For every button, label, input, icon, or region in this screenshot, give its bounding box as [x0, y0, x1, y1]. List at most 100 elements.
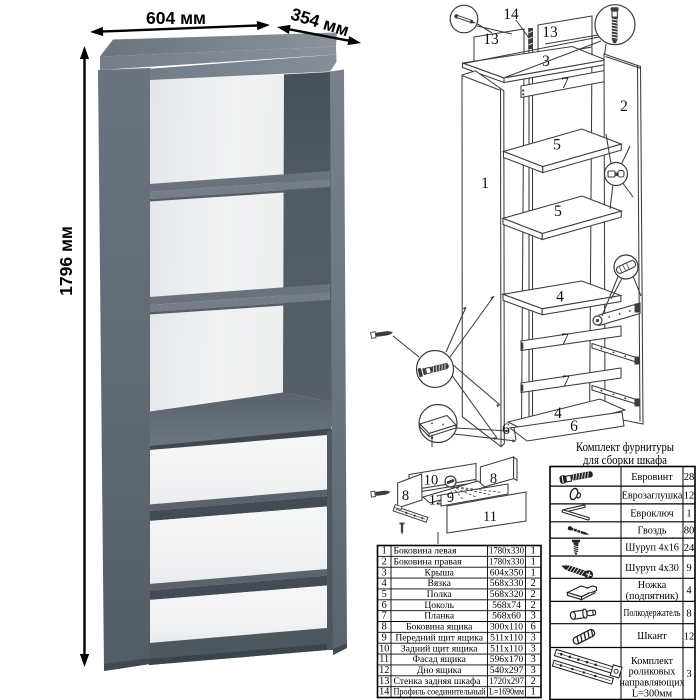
svg-text:Боковина правая: Боковина правая — [394, 556, 463, 567]
svg-text:Шуруп 4х16: Шуруп 4х16 — [625, 543, 679, 554]
svg-text:11: 11 — [483, 509, 497, 525]
svg-text:1: 1 — [531, 687, 536, 698]
svg-text:2: 2 — [620, 98, 628, 115]
svg-text:1: 1 — [531, 546, 536, 557]
svg-text:Шкант: Шкант — [637, 631, 667, 642]
svg-text:6: 6 — [531, 622, 536, 633]
svg-text:1: 1 — [382, 546, 387, 557]
svg-text:4: 4 — [382, 578, 387, 589]
svg-text:1796 мм: 1796 мм — [56, 226, 76, 296]
svg-text:4: 4 — [554, 405, 562, 422]
svg-text:Вязка: Вязка — [428, 578, 452, 589]
svg-text:8: 8 — [490, 471, 497, 487]
svg-text:80: 80 — [684, 526, 695, 537]
svg-text:2: 2 — [531, 589, 536, 600]
svg-text:12: 12 — [684, 631, 695, 642]
svg-text:1720х297: 1720х297 — [489, 676, 524, 687]
svg-text:Профиль соединительный: Профиль соединительный — [394, 687, 486, 698]
svg-text:3: 3 — [531, 665, 536, 676]
svg-text:L=1690мм: L=1690мм — [489, 687, 524, 698]
svg-text:9: 9 — [686, 563, 691, 574]
svg-text:604х350: 604х350 — [490, 567, 524, 578]
svg-text:511х110: 511х110 — [490, 632, 523, 643]
svg-text:Планка: Планка — [424, 611, 455, 622]
svg-text:2: 2 — [531, 600, 536, 611]
svg-text:7: 7 — [382, 611, 387, 622]
svg-text:10: 10 — [379, 643, 389, 654]
svg-text:4: 4 — [686, 586, 692, 597]
svg-text:12: 12 — [684, 491, 695, 502]
svg-text:(подпятник): (подпятник) — [626, 591, 679, 602]
svg-text:Полка: Полка — [427, 589, 453, 600]
svg-text:3: 3 — [531, 643, 536, 654]
svg-text:3: 3 — [531, 632, 536, 643]
svg-text:2: 2 — [382, 556, 387, 567]
svg-text:13: 13 — [379, 676, 389, 687]
svg-text:Цоколь: Цоколь — [424, 600, 454, 611]
svg-text:1: 1 — [686, 509, 691, 520]
svg-text:роликовых: роликовых — [629, 667, 676, 678]
svg-text:Боковина левая: Боковина левая — [394, 546, 457, 557]
svg-text:2: 2 — [531, 578, 536, 589]
svg-text:для сборки шкафа: для сборки шкафа — [583, 452, 667, 467]
svg-text:568х330: 568х330 — [490, 578, 524, 589]
svg-text:1780х330: 1780х330 — [489, 556, 524, 567]
svg-text:6: 6 — [502, 421, 510, 438]
svg-text:300х110: 300х110 — [490, 622, 523, 633]
svg-text:12: 12 — [379, 665, 389, 676]
svg-text:8: 8 — [402, 488, 409, 504]
svg-text:Боковина ящика: Боковина ящика — [406, 622, 473, 633]
svg-text:28: 28 — [684, 472, 695, 483]
svg-text:Ножка: Ножка — [638, 580, 667, 591]
svg-text:568х74: 568х74 — [492, 600, 521, 611]
svg-text:13: 13 — [483, 31, 499, 48]
svg-text:Еврозаглушка: Еврозаглушка — [622, 491, 683, 502]
svg-text:2: 2 — [531, 676, 536, 687]
svg-text:596х170: 596х170 — [490, 654, 524, 665]
svg-text:Евроключ: Евроключ — [630, 508, 674, 519]
svg-text:3: 3 — [382, 567, 387, 578]
svg-text:3: 3 — [531, 654, 536, 665]
svg-text:568х60: 568х60 — [492, 611, 521, 622]
svg-text:8: 8 — [686, 608, 691, 619]
svg-text:1780х330: 1780х330 — [489, 546, 524, 557]
svg-text:7: 7 — [561, 331, 569, 348]
svg-text:Стенка задняя шкафа: Стенка задняя шкафа — [394, 676, 482, 687]
svg-text:Дно ящика: Дно ящика — [417, 665, 462, 676]
svg-text:3: 3 — [531, 611, 536, 622]
svg-text:1: 1 — [481, 175, 489, 192]
svg-text:4: 4 — [556, 289, 564, 306]
svg-text:8: 8 — [382, 622, 387, 633]
svg-text:7: 7 — [561, 75, 569, 92]
svg-text:14: 14 — [379, 687, 389, 698]
svg-text:604 мм: 604 мм — [146, 8, 206, 28]
svg-text:7: 7 — [562, 373, 570, 390]
svg-text:Шуруп 4х30: Шуруп 4х30 — [625, 563, 679, 574]
svg-text:6: 6 — [382, 600, 387, 611]
svg-text:568х320: 568х320 — [490, 589, 524, 600]
svg-text:Крыша: Крыша — [425, 567, 455, 578]
svg-text:12: 12 — [429, 493, 444, 509]
svg-text:540х297: 540х297 — [490, 665, 524, 676]
svg-text:511х110: 511х110 — [490, 643, 523, 654]
svg-text:10: 10 — [424, 473, 439, 489]
svg-text:L=300мм: L=300мм — [632, 688, 673, 699]
svg-text:5: 5 — [554, 203, 562, 220]
svg-text:Комплект фурнитуры: Комплект фурнитуры — [576, 439, 674, 454]
svg-text:направляющих: направляющих — [619, 678, 684, 689]
svg-text:5: 5 — [553, 137, 561, 154]
svg-text:9: 9 — [382, 632, 387, 643]
svg-text:Фасад ящика: Фасад ящика — [412, 654, 466, 665]
svg-text:1: 1 — [531, 567, 536, 578]
svg-text:Евровинт: Евровинт — [631, 472, 673, 483]
svg-text:1: 1 — [531, 556, 536, 567]
svg-text:Комплект: Комплект — [631, 656, 674, 667]
svg-text:5: 5 — [382, 589, 387, 600]
svg-text:24: 24 — [684, 543, 695, 554]
svg-text:Гвоздь: Гвоздь — [637, 526, 666, 537]
svg-text:3: 3 — [686, 669, 691, 680]
svg-text:14: 14 — [503, 6, 519, 23]
svg-text:13: 13 — [542, 24, 558, 41]
svg-text:Задний щит ящика: Задний щит ящика — [401, 643, 478, 654]
svg-text:Передний щит ящика: Передний щит ящика — [395, 632, 483, 643]
